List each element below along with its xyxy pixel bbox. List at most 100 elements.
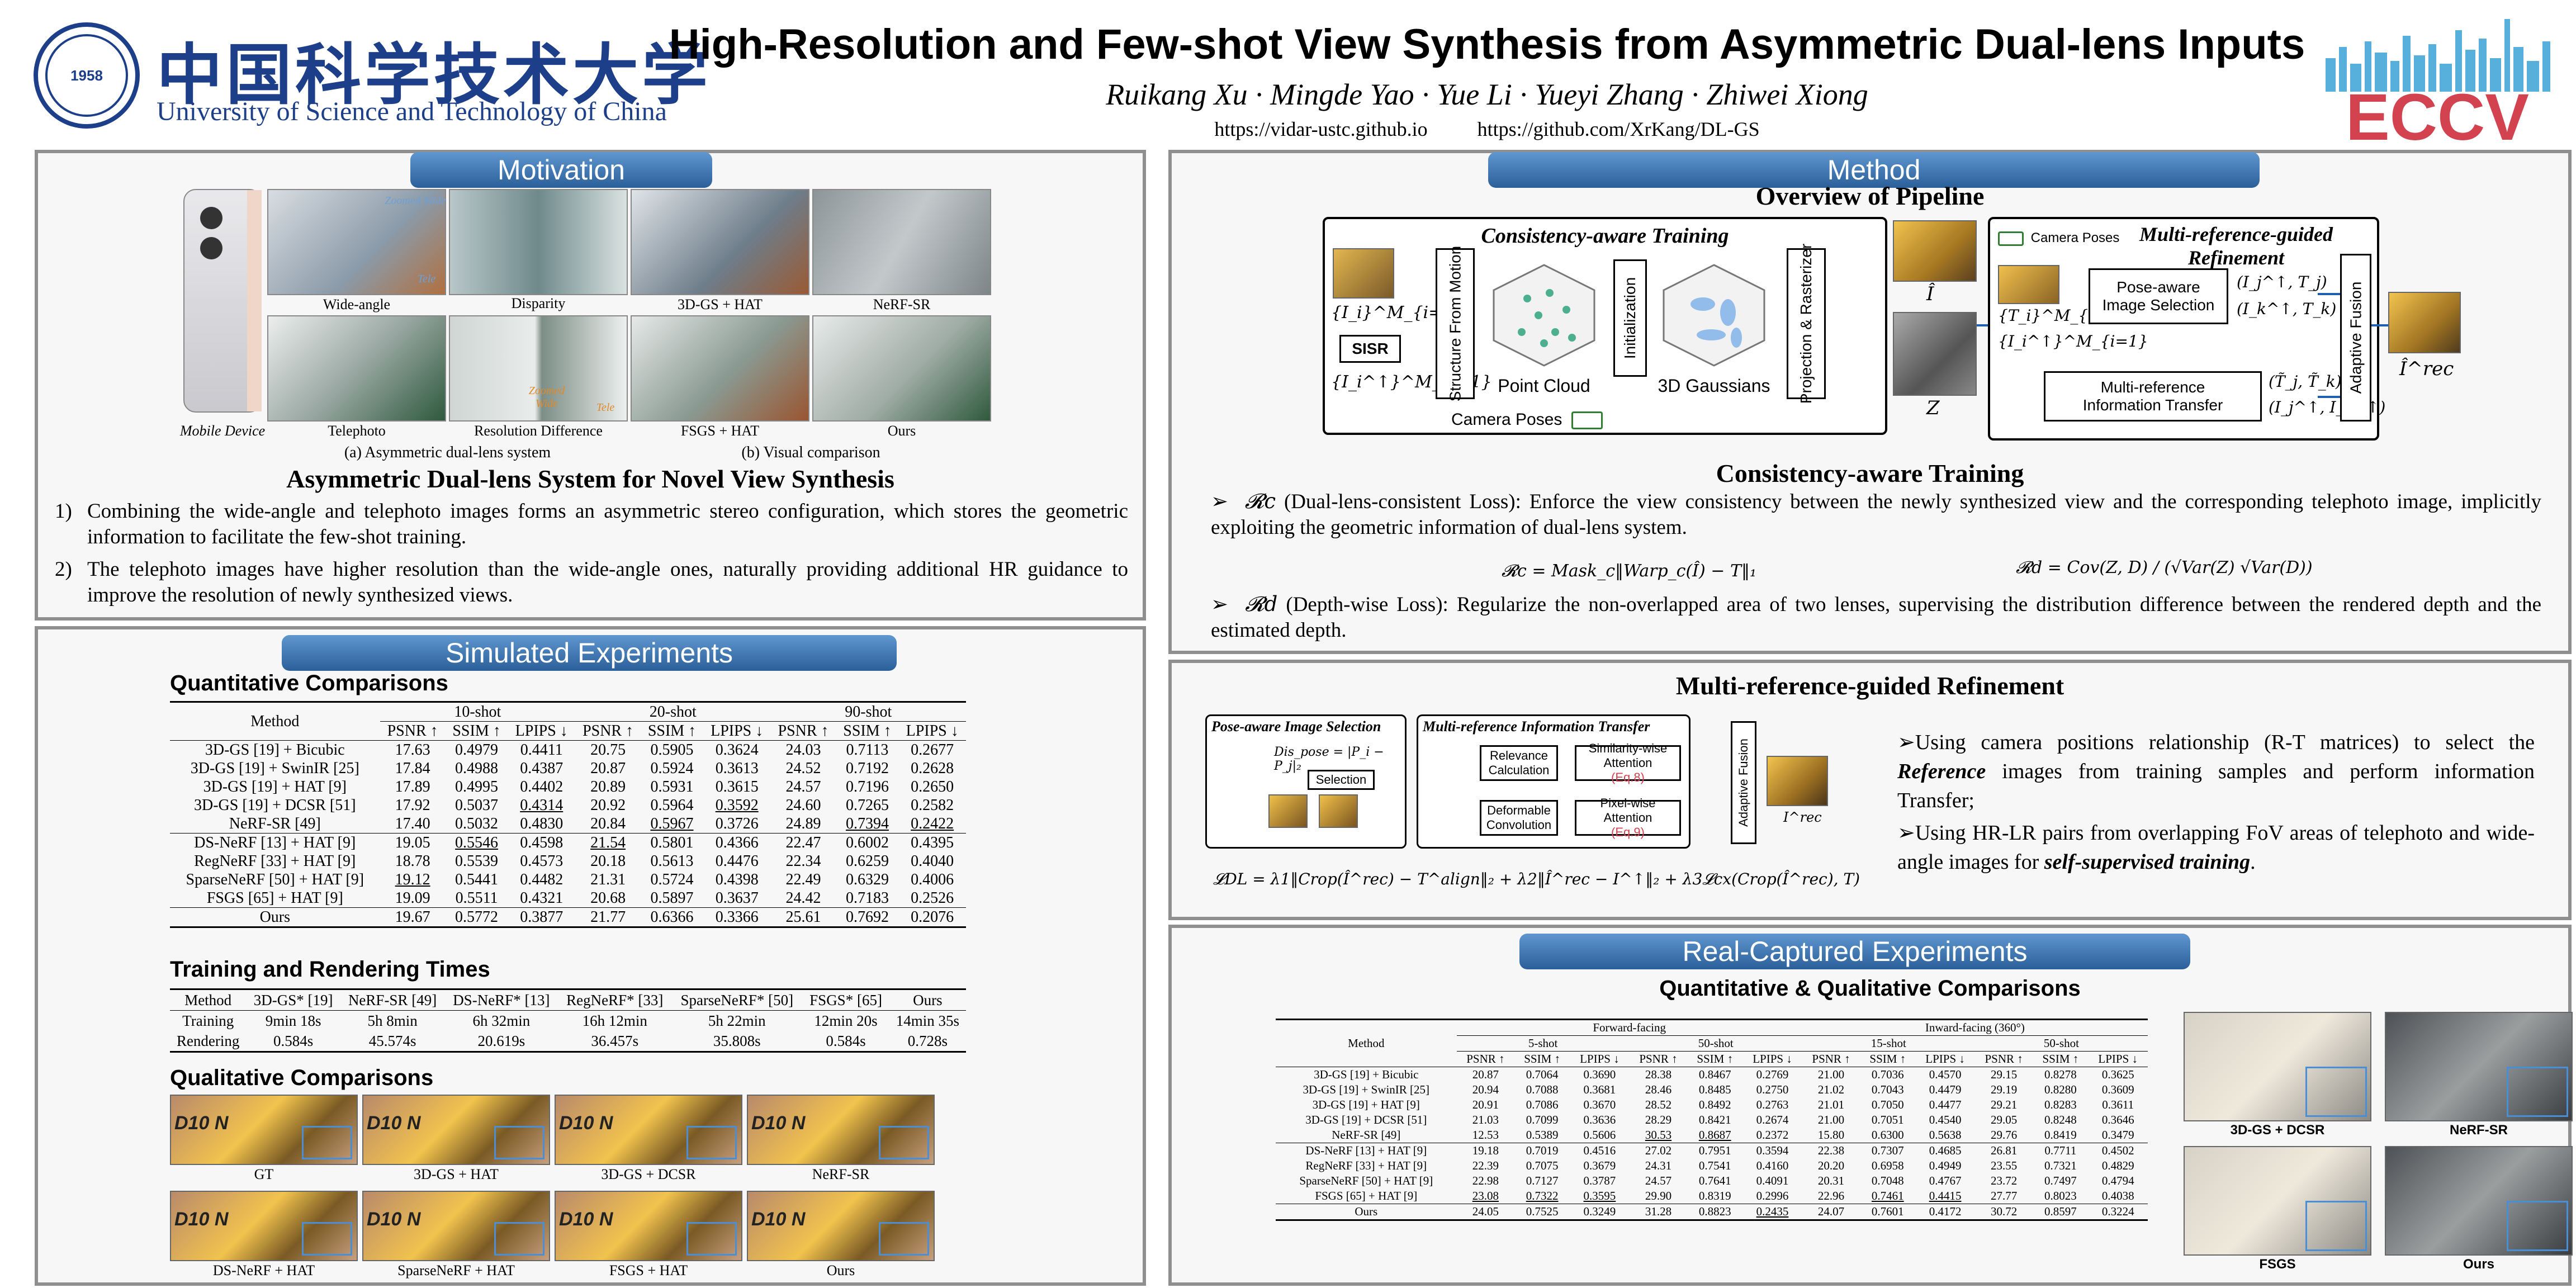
value-cell: 0.6259 bbox=[845, 853, 889, 870]
group-10-shot: 10-shot bbox=[380, 702, 576, 722]
ours-image bbox=[812, 315, 991, 422]
zoom-inset bbox=[494, 1222, 544, 1256]
value-cell: 0.4321 bbox=[520, 889, 564, 907]
times-cell: 6h 32min bbox=[472, 1012, 531, 1029]
value-cell: 0.3594 bbox=[1756, 1144, 1789, 1157]
value-cell: 0.2763 bbox=[1756, 1098, 1789, 1111]
value-cell: 0.7043 bbox=[1871, 1083, 1904, 1096]
value-cell: 29.21 bbox=[1990, 1098, 2018, 1111]
value-cell: 0.3690 bbox=[1583, 1068, 1616, 1081]
value-cell: 0.3615 bbox=[715, 778, 759, 795]
method-cell: NeRF-SR [49] bbox=[1332, 1128, 1401, 1142]
times-cell: Training bbox=[182, 1012, 234, 1029]
value-cell: 0.4415 bbox=[1929, 1189, 1962, 1202]
pais-box: Pose-aware Image Selection Dis_pose = |P… bbox=[1205, 714, 1407, 849]
metric-header: LPIPS ↓ bbox=[515, 722, 568, 740]
rc-description: ➢ 𝓡c (Dual-lens-consistent Loss): Enforc… bbox=[1211, 489, 2541, 541]
value-cell: 0.3366 bbox=[715, 908, 759, 926]
value-cell: 0.7196 bbox=[845, 778, 889, 795]
value-cell: 0.7086 bbox=[1526, 1098, 1559, 1111]
rd-text: (Depth-wise Loss): Regularize the non-ov… bbox=[1211, 593, 2541, 642]
times-cell: 5h 22min bbox=[708, 1012, 766, 1029]
value-cell: 12.53 bbox=[1472, 1128, 1499, 1142]
method-cell: NeRF-SR [49] bbox=[229, 815, 321, 832]
metric-header: PSNR ↑ bbox=[1639, 1052, 1678, 1066]
value-cell: 30.53 bbox=[1645, 1128, 1672, 1142]
times-cell: 5h 8min bbox=[367, 1012, 418, 1029]
times-cell: 45.574s bbox=[368, 1033, 416, 1049]
value-cell: 0.7641 bbox=[1698, 1174, 1731, 1187]
value-cell: 0.7322 bbox=[1526, 1189, 1559, 1202]
times-cell: 20.619s bbox=[477, 1033, 525, 1049]
value-cell: 0.5924 bbox=[650, 760, 694, 777]
value-cell: 20.18 bbox=[590, 853, 626, 870]
metric-header: SSIM ↑ bbox=[647, 722, 697, 740]
value-cell: 0.4479 bbox=[1929, 1083, 1962, 1096]
github-link[interactable]: https://github.com/XrKang/DL-GS bbox=[1477, 118, 1760, 140]
zoom-inset bbox=[494, 1126, 544, 1159]
value-cell: 21.54 bbox=[590, 834, 626, 851]
method-cell: 3D-GS [19] + DCSR [51] bbox=[194, 797, 356, 814]
pix-att-eq: (Eq.9) bbox=[1611, 825, 1645, 839]
pix-att-label: Pixel-wise Attention bbox=[1600, 796, 1656, 825]
qual-label: GT bbox=[254, 1166, 274, 1182]
value-cell: 17.84 bbox=[395, 760, 430, 777]
value-cell: 0.2076 bbox=[911, 908, 954, 926]
point-1-num: 1) bbox=[55, 500, 72, 523]
adaptive-fusion-block-2: Adaptive Fusion bbox=[1731, 721, 1756, 844]
projection-label: Projection & Rasterizer bbox=[1797, 243, 1815, 404]
value-cell: 22.34 bbox=[785, 853, 821, 870]
qual-image: D10 N bbox=[555, 1095, 742, 1165]
value-cell: 24.42 bbox=[785, 889, 821, 907]
mrit-detail-title: Multi-reference Information Transfer bbox=[1423, 718, 1650, 735]
refinement-box-title-1: Multi-reference-guided bbox=[2139, 223, 2333, 245]
value-cell: 0.2996 bbox=[1756, 1189, 1789, 1202]
value-cell: 19.12 bbox=[395, 871, 430, 888]
arrow-mrit-to-fusion bbox=[2318, 396, 2340, 398]
method-cell: RegNeRF [33] + HAT [9] bbox=[194, 853, 356, 870]
point-cloud-figure bbox=[1493, 264, 1595, 367]
value-cell: 0.5613 bbox=[650, 853, 694, 870]
value-cell: 0.4516 bbox=[1583, 1144, 1616, 1157]
value-cell: 0.8467 bbox=[1698, 1068, 1731, 1081]
value-cell: 0.3726 bbox=[715, 815, 759, 832]
value-cell: 0.4476 bbox=[715, 853, 759, 870]
metric-header: SSIM ↑ bbox=[452, 722, 501, 740]
real-qual-label: 3D-GS + DCSR bbox=[2230, 1123, 2325, 1138]
method-cell: 3D-GS [19] + SwinIR [25] bbox=[1303, 1083, 1430, 1096]
method-cell: RegNeRF [33] + HAT [9] bbox=[1305, 1159, 1427, 1172]
value-cell: 20.75 bbox=[590, 741, 626, 759]
value-cell: 0.4979 bbox=[455, 741, 499, 759]
value-cell: 0.7048 bbox=[1871, 1174, 1904, 1187]
value-cell: 0.5931 bbox=[650, 778, 694, 795]
real-metric-header-row: PSNR ↑SSIM ↑LPIPS ↓PSNR ↑SSIM ↑LPIPS ↓PS… bbox=[1276, 1052, 2148, 1067]
value-cell: 0.7497 bbox=[2044, 1174, 2077, 1187]
value-cell: 0.4477 bbox=[1929, 1098, 1962, 1111]
value-cell: 0.5638 bbox=[1929, 1128, 1962, 1142]
mrr-p2-post: . bbox=[2250, 850, 2256, 874]
value-cell: 28.46 bbox=[1645, 1083, 1672, 1096]
pair-k-symbol: (I_k^↑, T_k) bbox=[2237, 300, 2337, 318]
value-cell: 0.4006 bbox=[911, 871, 954, 888]
value-cell: 0.2372 bbox=[1756, 1128, 1789, 1142]
camera-poses-text-1: Camera Poses bbox=[1451, 410, 1562, 429]
mrr-point-1: ➢Using camera positions relationship (R-… bbox=[1897, 728, 2535, 815]
value-cell: 24.31 bbox=[1645, 1159, 1672, 1172]
camera-poses-label-2: Camera Poses bbox=[1998, 230, 2119, 246]
lab-link[interactable]: https://vidar-ustc.github.io bbox=[1214, 118, 1428, 140]
consistency-section-title: Consistency-aware Training bbox=[1716, 459, 2024, 487]
refinement-box-title-2: Refinement bbox=[2188, 247, 2284, 269]
times-cell: 16h 12min bbox=[582, 1012, 647, 1029]
value-cell: 23.72 bbox=[1990, 1174, 2018, 1187]
refined-output-symbol: Î^rec bbox=[2399, 358, 2454, 380]
motivation-figure: Wide-angle Disparity 3D-GS + HAT NeRF-SR… bbox=[180, 189, 1022, 468]
camera-icon-2 bbox=[1998, 231, 2024, 246]
simulated-panel: Simulated Experiments Quantitative Compa… bbox=[35, 626, 1146, 1286]
